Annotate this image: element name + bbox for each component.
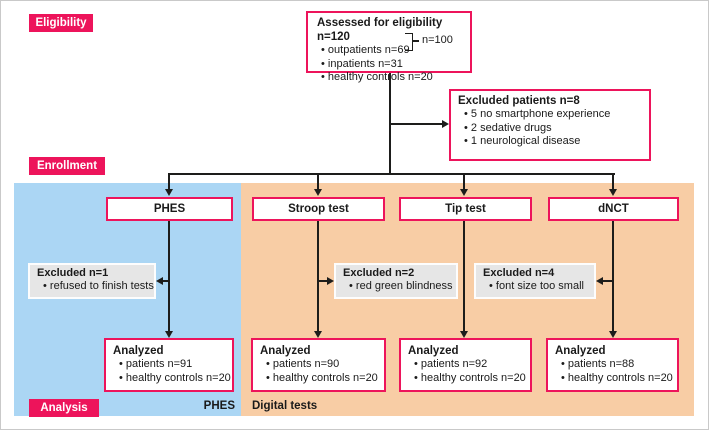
analyzed-title: Analyzed [113, 345, 164, 357]
excluded-title: Excluded n=4 [483, 267, 555, 279]
test-box-dnct: dNCT [548, 197, 679, 221]
footer-label-phes: PHES [203, 400, 235, 412]
connector-branch-phes [168, 173, 170, 190]
arrow-left-icon [596, 277, 603, 285]
test-box-tip: Tip test [399, 197, 532, 221]
analyzed-bullet: patients n=91 [119, 358, 232, 372]
excluded-box-phes: Excluded n=1 refused to finish tests [28, 263, 156, 299]
stage-label-enrollment: Enrollment [29, 157, 105, 175]
subtotal-bracket [405, 33, 413, 51]
analyzed-bullet: healthy controls n=20 [119, 372, 232, 386]
analyzed-box-phes: Analyzed patients n=91 healthy controls … [104, 338, 234, 392]
subtotal-bracket-dash [413, 40, 419, 42]
assessed-title: Assessed for eligibility n=120 [317, 17, 443, 43]
footer-label-digital-tests: Digital tests [252, 400, 318, 412]
arrow-left-icon [156, 277, 163, 285]
arrow-down-icon [460, 331, 468, 338]
excluded-title: Excluded n=1 [37, 267, 109, 279]
connector-branch-stroop [317, 173, 319, 190]
analyzed-box-dnct: Analyzed patients n=88 healthy controls … [546, 338, 679, 392]
connector-branch-dnct [612, 173, 614, 190]
connector-excluded-phes [162, 280, 169, 282]
subtotal-label: n=100 [422, 34, 453, 46]
excluded-bullet: refused to finish tests [43, 280, 154, 294]
arrow-down-icon [460, 189, 468, 196]
analyzed-bullet: patients n=88 [561, 358, 677, 372]
test-box-stroop: Stroop test [252, 197, 385, 221]
excluded-patients-title: Excluded patients n=8 [458, 95, 580, 107]
arrow-down-icon [314, 189, 322, 196]
analyzed-bullet: healthy controls n=20 [414, 372, 530, 386]
assessed-bullet: inpatients n=31 [321, 58, 470, 72]
connector-branch-tip [463, 173, 465, 190]
connector-excluded-stroop [318, 280, 328, 282]
analyzed-bullet: patients n=92 [414, 358, 530, 372]
excluded-patients-box: Excluded patients n=8 5 no smartphone ex… [449, 89, 651, 161]
stage-label-analysis: Analysis [29, 399, 99, 417]
connector-column-stroop [317, 221, 319, 332]
test-box-phes: PHES [106, 197, 233, 221]
analyzed-bullet: patients n=90 [266, 358, 384, 372]
arrow-down-icon [314, 331, 322, 338]
connector-column-tip [463, 221, 465, 332]
excluded-bullet: red green blindness [349, 280, 456, 294]
connector-column-phes [168, 221, 170, 332]
connector-to-excluded-patients [390, 123, 443, 125]
analyzed-title: Analyzed [408, 345, 459, 357]
connector-excluded-dnct [603, 280, 613, 282]
excluded-patients-bullet: 5 no smartphone experience [464, 108, 649, 122]
excluded-box-stroop: Excluded n=2 red green blindness [334, 263, 458, 299]
arrow-down-icon [609, 331, 617, 338]
excluded-bullet: font size too small [489, 280, 594, 294]
excluded-title: Excluded n=2 [343, 267, 415, 279]
analyzed-box-stroop: Analyzed patients n=90 healthy controls … [251, 338, 386, 392]
stage-label-eligibility: Eligibility [29, 14, 93, 32]
connector-column-dnct [612, 221, 614, 332]
excluded-patients-bullet: 2 sedative drugs [464, 122, 649, 136]
excluded-patients-bullet: 1 neurological disease [464, 135, 649, 149]
connector-splitter [168, 173, 615, 175]
arrow-right-icon [442, 120, 449, 128]
arrow-down-icon [165, 331, 173, 338]
analyzed-title: Analyzed [260, 345, 311, 357]
arrow-down-icon [609, 189, 617, 196]
arrow-right-icon [327, 277, 334, 285]
assessed-bullet: outpatients n=69 [321, 44, 470, 58]
analyzed-box-tip: Analyzed patients n=92 healthy controls … [399, 338, 532, 392]
analyzed-bullet: healthy controls n=20 [266, 372, 384, 386]
assessed-box: Assessed for eligibility n=120 outpatien… [306, 11, 472, 83]
assessed-bullet: healthy controls n=20 [321, 71, 470, 85]
analyzed-bullet: healthy controls n=20 [561, 372, 677, 386]
arrow-down-icon [165, 189, 173, 196]
excluded-box-dnct: Excluded n=4 font size too small [474, 263, 596, 299]
analyzed-title: Analyzed [555, 345, 606, 357]
